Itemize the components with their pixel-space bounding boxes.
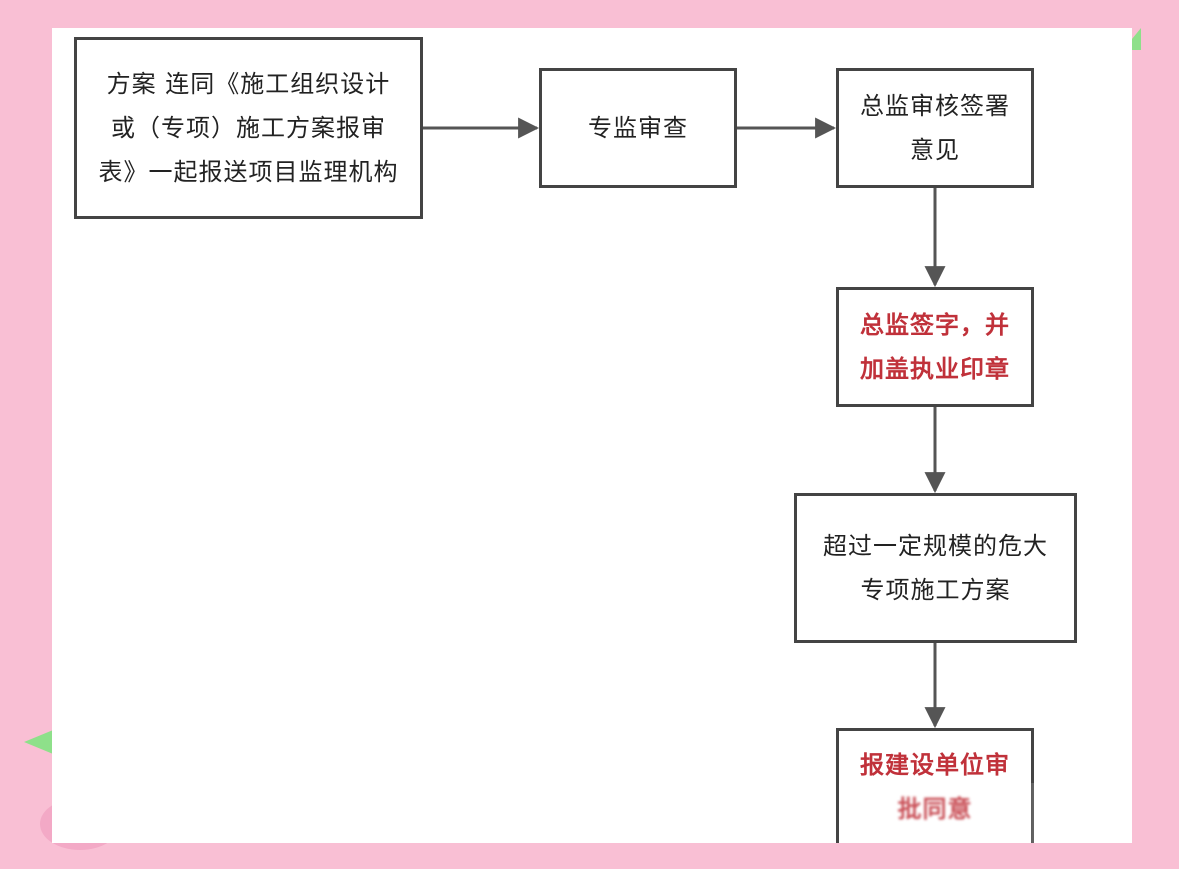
node-text-line: 加盖执业印章 <box>860 355 1010 383</box>
node-text-line: 报建设单位审 <box>860 751 1010 779</box>
node-specialist-review: 专监审查 <box>539 68 737 188</box>
node-chief-review: 总监审核签署 意见 <box>836 68 1034 188</box>
node-text-line: 总监审核签署 <box>860 92 1010 120</box>
node-text-line: 总监签字，并 <box>860 311 1010 339</box>
node-owner-approval: 报建设单位审 批同意 <box>836 728 1034 843</box>
node-text-line: 或（专项）施工方案报审 <box>111 114 386 142</box>
node-text-line: 专监审查 <box>588 114 688 142</box>
node-text-line: 超过一定规模的危大 <box>823 532 1048 560</box>
node-large-scale-plan: 超过一定规模的危大 专项施工方案 <box>794 493 1077 643</box>
flowchart-canvas: 方案 连同《施工组织设计 或（专项）施工方案报审 表》一起报送项目监理机构 专监… <box>52 28 1132 843</box>
connector-layer <box>423 117 946 729</box>
node-submit-plan: 方案 连同《施工组织设计 或（专项）施工方案报审 表》一起报送项目监理机构 <box>74 37 423 219</box>
node-text-line: 专项施工方案 <box>860 576 1011 604</box>
node-text-line: 表》一起报送项目监理机构 <box>98 158 399 186</box>
node-text-line: 方案 连同《施工组织设计 <box>106 70 391 98</box>
node-text-line: 意见 <box>910 136 960 164</box>
node-text-line: 批同意 <box>897 795 973 823</box>
node-chief-signature: 总监签字，并 加盖执业印章 <box>836 287 1034 407</box>
watermark-overlay <box>1022 783 1132 843</box>
